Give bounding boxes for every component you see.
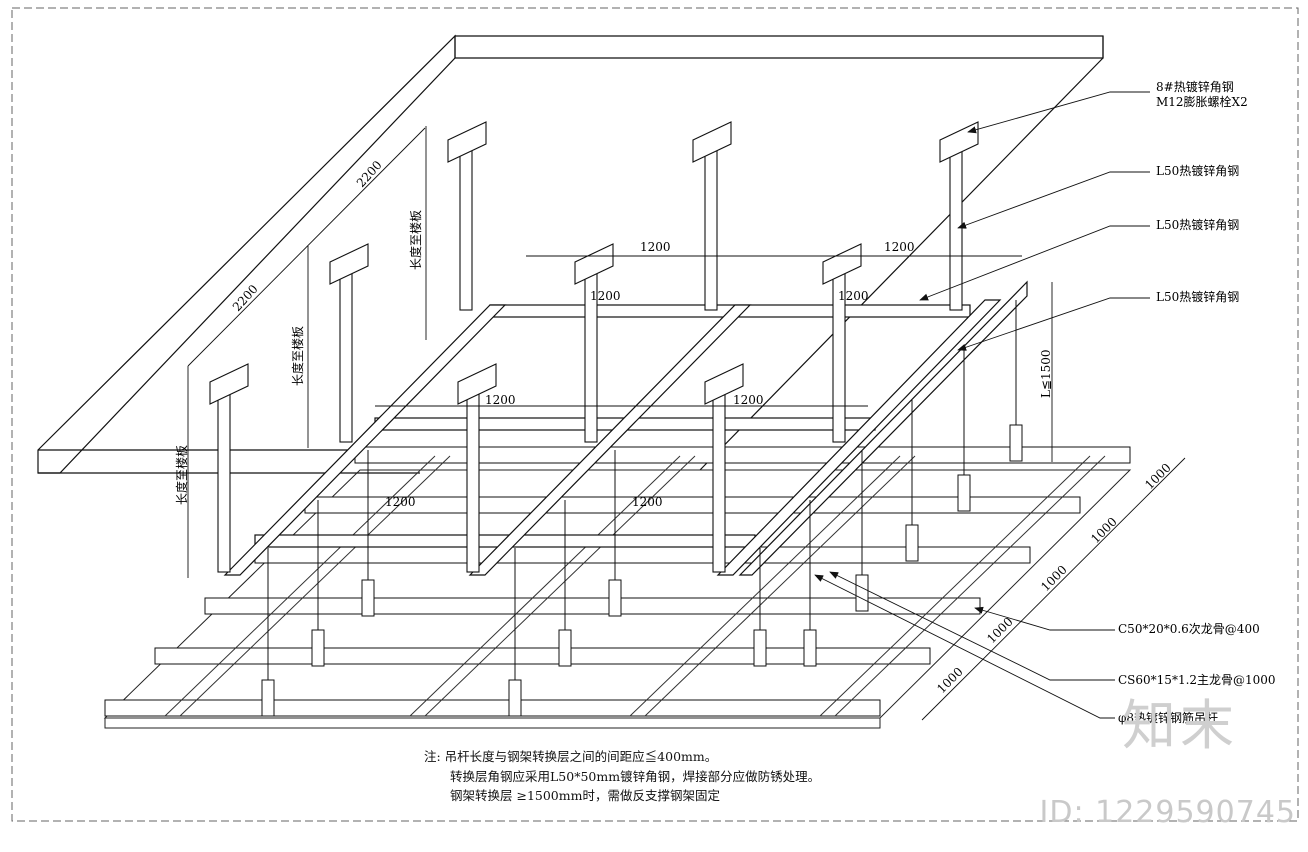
dim-grid-2: 1000 (1088, 515, 1119, 546)
dim-sub-span-2: 1200 (733, 393, 764, 407)
dim-sub-span-5: 1200 (385, 495, 416, 509)
vertical-hangers (217, 139, 963, 573)
note-line-1: 注: 吊杆长度与钢架转换层之间的间距应≦400mm。 (424, 749, 718, 764)
drawing-border (11, 7, 1299, 822)
dim-sub-span-4: 1200 (838, 289, 869, 303)
dim-grid-4: 1000 (984, 615, 1015, 646)
rod-length-label-2: 长度至楼板 (290, 326, 305, 386)
callout-secondary-keel: C50*20*0.6次龙骨@400 (1118, 622, 1260, 636)
dim-slab-depth: 2200 (354, 158, 385, 190)
callout-angle-1: L50热镀锌角钢 (1156, 164, 1239, 178)
dim-grid-1: 1000 (1142, 461, 1173, 492)
dimension-lines (187, 126, 1186, 721)
conversion-frame (223, 280, 1028, 576)
callout-angle-3: L50热镀锌角钢 (1156, 290, 1239, 304)
hanger-rods (261, 300, 1023, 717)
dim-sub-span-3: 1200 (590, 289, 621, 303)
watermark-id: ID: 1229590745 (1039, 795, 1296, 830)
note-line-3: 钢架转换层 ≥1500mm时，需做反支撑钢架固定 (450, 788, 720, 803)
rod-length-label-1: 长度至楼板 (174, 445, 189, 505)
callout-angle-2: L50热镀锌角钢 (1156, 218, 1239, 232)
callout-hanger-rod: φ8热镀锌钢筋吊杆 (1118, 710, 1218, 725)
dim-frame-span-2: 1200 (884, 240, 915, 254)
dim-frame-span-1: 1200 (640, 240, 671, 254)
callout-main-keel: CS60*15*1.2主龙骨@1000 (1118, 673, 1276, 687)
note-line-2: 转换层角钢应采用L50*50mm镀锌角钢，焊接部分应做防锈处理。 (450, 769, 821, 784)
dim-grid-5: 1000 (934, 665, 965, 696)
dim-grid-3: 1000 (1038, 563, 1069, 594)
dim-sub-span-1: 1200 (485, 393, 516, 407)
dim-sub-span-6: 1200 (632, 495, 663, 509)
callout-bolt: M12膨胀螺栓X2 (1156, 94, 1248, 109)
rod-length-label-3: 长度至楼板 (408, 210, 423, 270)
callout-anchor: 8#热镀锌角钢 (1156, 80, 1234, 94)
leader-lines (814, 91, 1150, 719)
anchor-plates (209, 121, 979, 405)
watermark-logo: 知末 (1122, 694, 1238, 757)
floor-slab (37, 34, 1104, 474)
dim-height-limit: L≦1500 (1039, 349, 1053, 398)
secondary-keels (164, 455, 1106, 717)
